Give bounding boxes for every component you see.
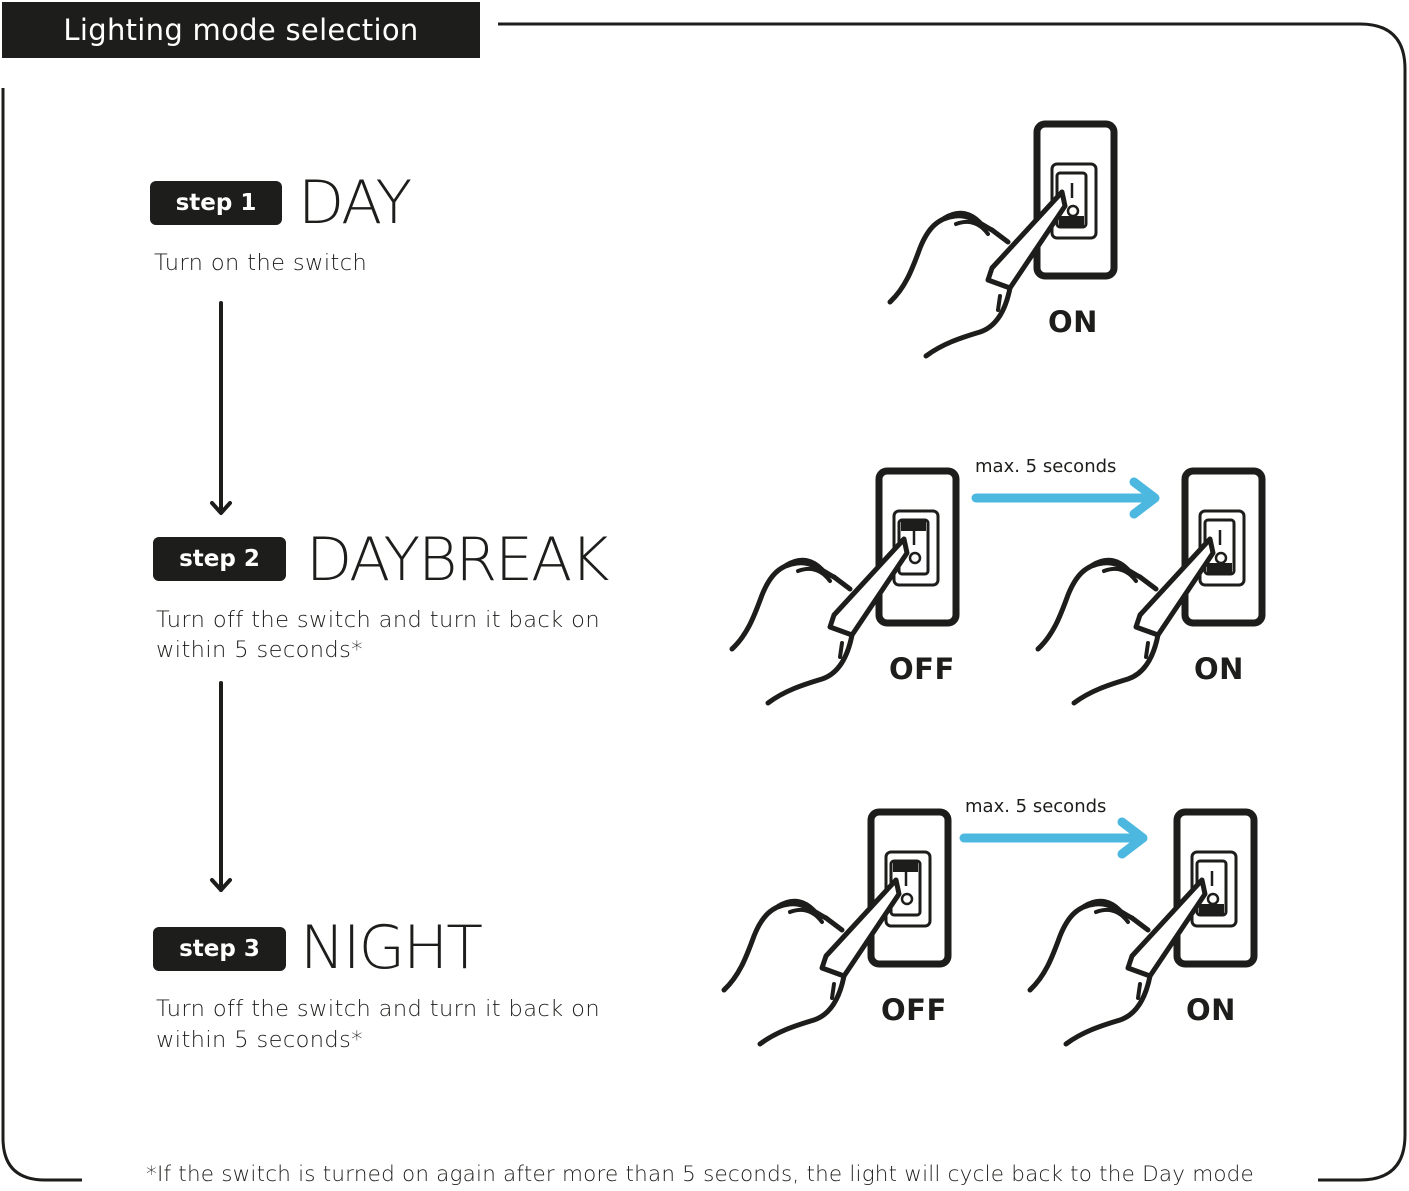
hand-icon bbox=[1035, 536, 1216, 706]
hand-pressing-switch-icon bbox=[721, 808, 952, 1047]
step-2-description-line-2: within 5 seconds* bbox=[156, 637, 363, 663]
light-switch-icon bbox=[1173, 808, 1258, 968]
right-arrow-icon bbox=[971, 477, 1160, 519]
light-switch-icon bbox=[1181, 467, 1266, 627]
hand-icon bbox=[721, 877, 902, 1047]
step-1-state-label: ON bbox=[1048, 305, 1098, 339]
step-3-badge: step 3 bbox=[153, 927, 286, 971]
step-2-description-line-1: Turn off the switch and turn it back on bbox=[156, 607, 600, 633]
down-arrow-icon bbox=[210, 301, 232, 515]
light-switch-icon bbox=[867, 808, 952, 968]
step-2-mode-title: DAYBREAK bbox=[306, 525, 609, 595]
step-1-description: Turn on the switch bbox=[154, 250, 368, 276]
step-2-badge: step 2 bbox=[153, 537, 286, 581]
step-3-second-state-label: ON bbox=[1186, 993, 1236, 1027]
hand-pressing-switch-icon bbox=[729, 467, 960, 706]
step-3-interval-label: max. 5 seconds bbox=[965, 796, 1107, 817]
step-3-mode-title: NIGHT bbox=[300, 913, 483, 983]
hand-pressing-switch-icon bbox=[1035, 467, 1266, 706]
step-2-second-state-label: ON bbox=[1194, 652, 1244, 686]
step-2-first-state-label: OFF bbox=[889, 652, 955, 686]
hand-icon bbox=[887, 189, 1068, 359]
step-1-mode-title: DAY bbox=[298, 168, 412, 238]
hand-icon bbox=[729, 536, 910, 706]
hand-icon bbox=[1027, 877, 1208, 1047]
section-title: Lighting mode selection bbox=[2, 2, 480, 58]
step-2-interval-label: max. 5 seconds bbox=[975, 456, 1117, 477]
hand-pressing-switch-icon bbox=[1027, 808, 1258, 1047]
step-3-description-line-1: Turn off the switch and turn it back on bbox=[156, 996, 600, 1022]
hand-pressing-switch-icon bbox=[887, 120, 1118, 359]
light-switch-icon bbox=[875, 467, 960, 627]
footnote: *If the switch is turned on again after … bbox=[146, 1162, 1254, 1187]
right-arrow-icon bbox=[959, 817, 1148, 859]
step-3-first-state-label: OFF bbox=[881, 993, 947, 1027]
step-3-description-line-2: within 5 seconds* bbox=[156, 1027, 363, 1053]
light-switch-icon bbox=[1033, 120, 1118, 280]
step-1-badge: step 1 bbox=[150, 181, 282, 225]
down-arrow-icon bbox=[210, 681, 232, 892]
